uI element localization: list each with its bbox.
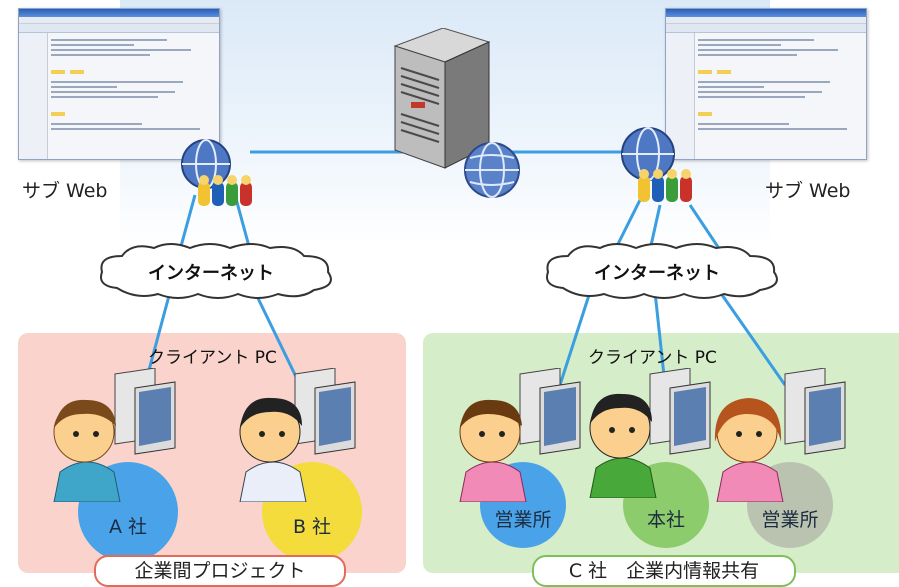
- banner-inter-company: 企業間プロジェクト: [94, 555, 346, 587]
- person-icon: [459, 399, 527, 502]
- computer-icon: [294, 368, 356, 455]
- cloud-icon: [546, 243, 778, 299]
- sub-web-screenshot-left: [18, 8, 220, 160]
- sub-web-screenshot-right: [665, 8, 867, 160]
- branch-2-label: 営業所: [761, 509, 819, 531]
- link-head-office: [653, 291, 667, 386]
- client-pc-label-right: クライアント PC: [588, 348, 717, 368]
- link-right-1: [613, 199, 642, 251]
- internet-label-right: インターネット: [594, 263, 720, 284]
- link-right-2: [648, 204, 662, 251]
- client-pc-label-left: クライアント PC: [148, 348, 277, 368]
- person-icon: [239, 397, 307, 502]
- link-branch-2: [718, 291, 787, 386]
- branch-1-label: 営業所: [494, 509, 552, 531]
- person-icon: [714, 398, 784, 502]
- person-icon: [53, 399, 121, 502]
- computer-icon: [784, 368, 846, 455]
- user-group-icon: [181, 139, 252, 206]
- link-left-1: [178, 194, 197, 251]
- user-group-icon: [621, 127, 692, 202]
- server-icon: [393, 28, 491, 169]
- link-left-2: [233, 194, 252, 251]
- sub-web-label-left: サブ Web: [22, 180, 108, 202]
- computer-icon: [114, 368, 176, 455]
- link-right-3: [688, 204, 722, 251]
- company-b-label: B 社: [292, 516, 332, 538]
- computer-icon: [519, 368, 581, 455]
- banner-intra-company: C 社 企業内情報共有: [532, 555, 796, 587]
- computer-icon: [649, 368, 711, 455]
- internet-label-left: インターネット: [148, 263, 274, 284]
- company-a-label: A 社: [108, 516, 148, 538]
- cloud-icon: [100, 243, 332, 299]
- head-office-label: 本社: [646, 509, 685, 531]
- sub-web-label-right: サブ Web: [765, 180, 851, 202]
- link-client-b: [253, 291, 302, 386]
- globe-icon: [464, 142, 520, 198]
- link-branch-1: [558, 291, 592, 386]
- person-icon: [589, 393, 657, 498]
